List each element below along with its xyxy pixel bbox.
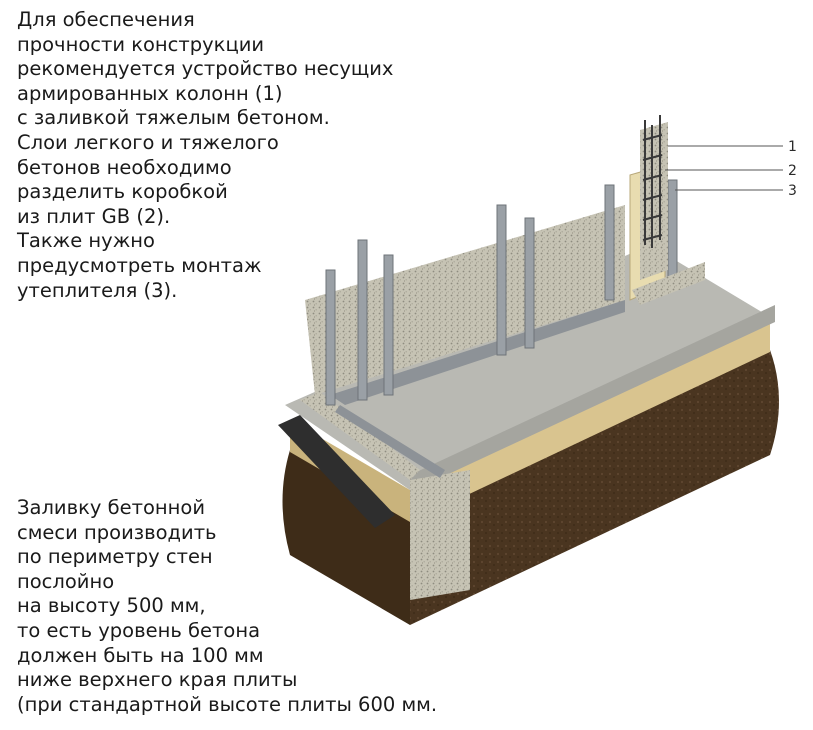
bottom-text-line: послойно bbox=[17, 569, 115, 593]
concrete-slab bbox=[285, 245, 775, 490]
top-text-line: Для обеспечения bbox=[17, 8, 195, 31]
bottom-text-line: Заливку бетонной bbox=[17, 496, 206, 519]
top-text-line: рекомендуется устройство несущих bbox=[17, 57, 394, 81]
bottom-text-line: то есть уровень бетона bbox=[17, 618, 261, 642]
callout-label-1: 1 bbox=[788, 139, 797, 155]
soil-front bbox=[282, 450, 410, 625]
top-text-line: прочности конструкции bbox=[17, 32, 265, 56]
front-wall-panel bbox=[300, 392, 420, 480]
top-text-line: разделить коробкой bbox=[17, 180, 228, 204]
callout-lines bbox=[665, 145, 783, 191]
bottom-text-line: на высоту 500 мм, bbox=[17, 594, 206, 618]
top-text-line: Также нужно bbox=[17, 229, 155, 253]
top-text-line: утеплителя (3). bbox=[17, 278, 178, 302]
bottom-text-line: должен быть на 100 мм bbox=[17, 643, 264, 667]
top-text-line: бетонов необходимо bbox=[17, 155, 232, 179]
membrane bbox=[278, 415, 395, 528]
bottom-text-line: по периметру стен bbox=[17, 545, 213, 569]
front-wall-face bbox=[410, 470, 470, 600]
top-text-line: армированных колонн (1) bbox=[17, 81, 283, 105]
bottom-text-line: смеси производить bbox=[17, 520, 217, 544]
bottom-text-line: (при стандартной высоте плиты 600 мм. bbox=[17, 692, 438, 716]
slab-edge bbox=[410, 305, 775, 492]
side-wall-panel bbox=[632, 262, 705, 305]
bottom-text-line: ниже верхнего края плиты bbox=[17, 668, 298, 692]
callout-label-3: 3 bbox=[788, 183, 797, 199]
callout-label-2: 2 bbox=[788, 163, 797, 179]
top-text-line: предусмотреть монтаж bbox=[17, 253, 262, 277]
sand-layer bbox=[410, 320, 770, 522]
rebar-cage bbox=[642, 115, 663, 248]
top-text-line: из плит GB (2). bbox=[17, 204, 171, 228]
inner-rail bbox=[330, 300, 625, 405]
steel-studs bbox=[325, 179, 678, 406]
top-text-line: с заливкой тяжелым бетоном. bbox=[17, 106, 330, 130]
inner-rail-lower bbox=[335, 405, 445, 478]
soil-layer bbox=[410, 350, 779, 625]
top-text-line: Слои легкого и тяжелого bbox=[17, 130, 279, 154]
